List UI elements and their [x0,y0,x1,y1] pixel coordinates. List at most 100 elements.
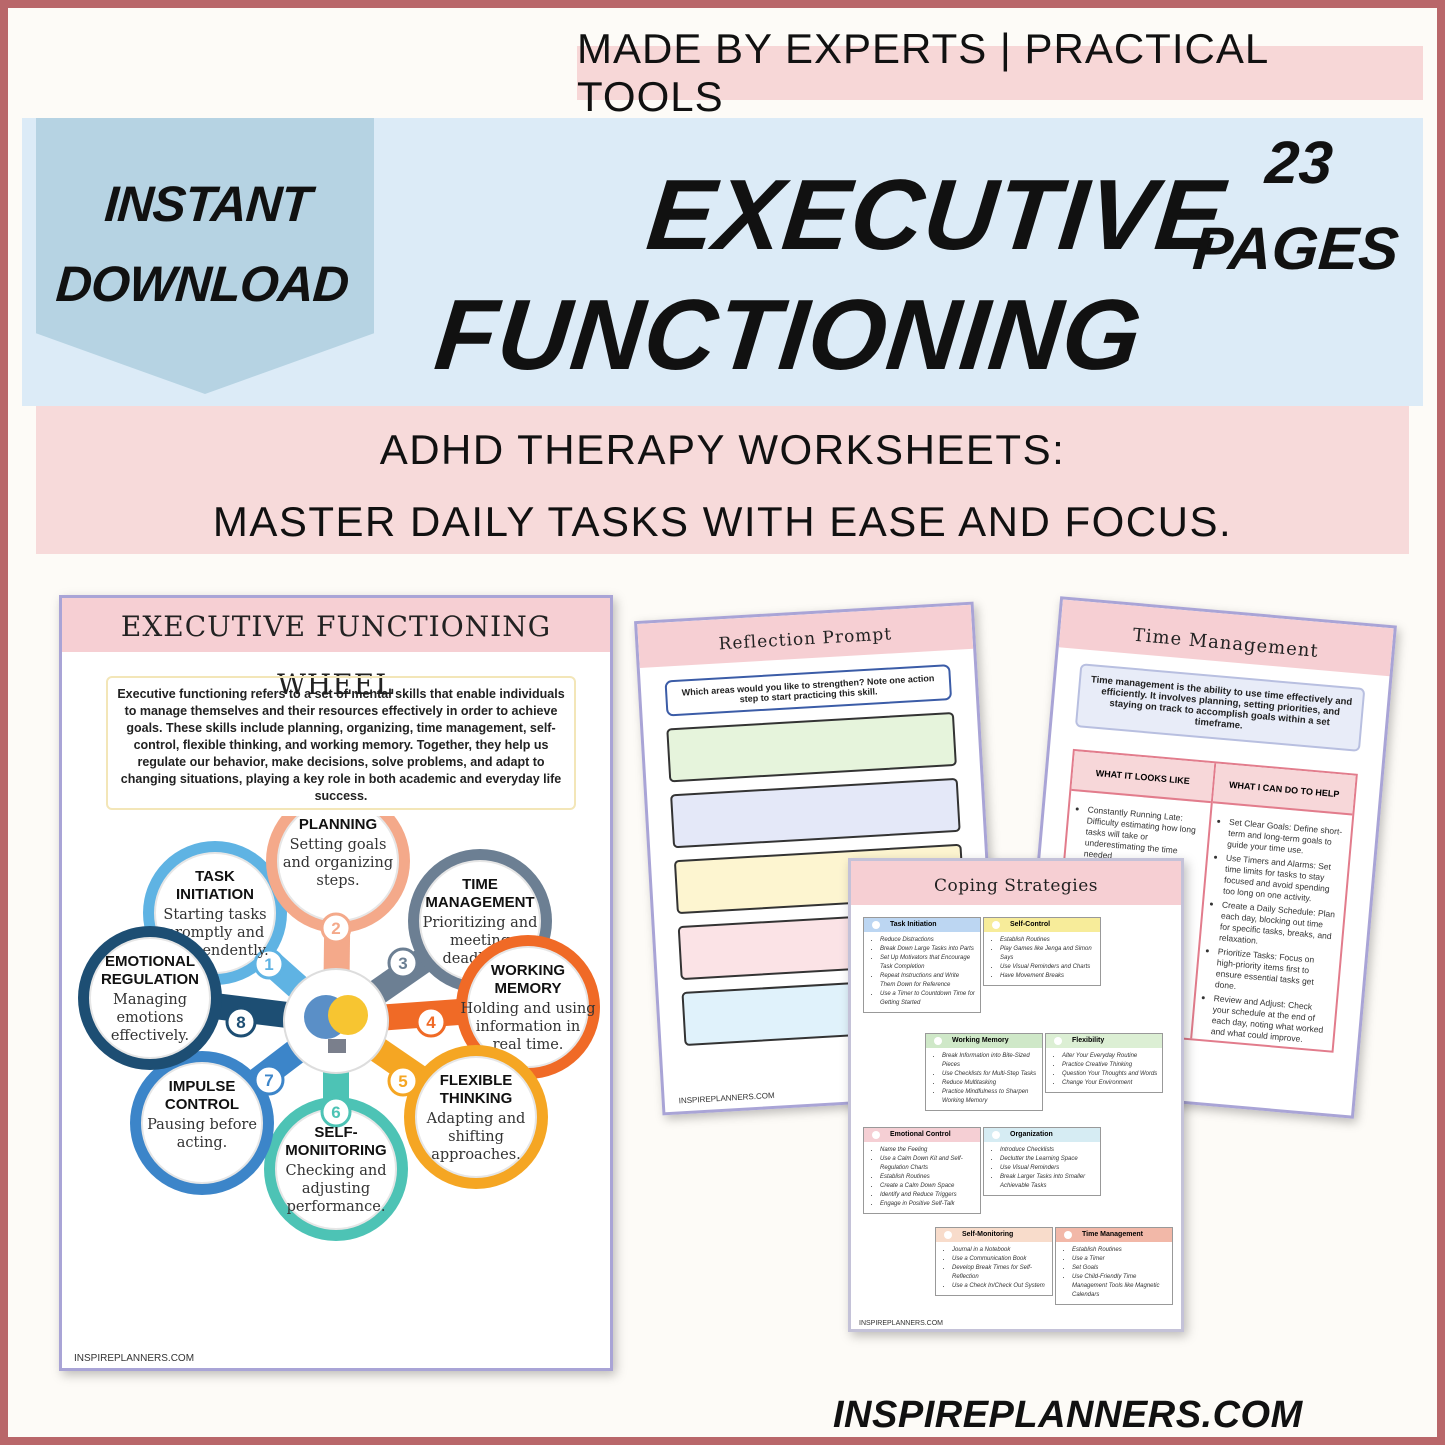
wheel-desc-6: performance. [287,1199,386,1215]
wheel-label-6: MONIITORING [285,1142,386,1159]
time-management-title: Time Management [1058,599,1394,677]
wheel-number-badge-1 [253,948,285,980]
coping-item: Practice Creative Thinking [1062,1061,1158,1070]
wheel-bubble-8 [89,937,211,1059]
tagline: MADE BY EXPERTS | PRACTICAL TOOLS [577,25,1423,120]
lightbulb-base-icon [328,1039,346,1053]
reflection-prompt: Which areas would you like to strengthen… [664,664,953,717]
coping-box-title: Time Management [1056,1228,1172,1242]
page-count: 23 PAGES [1190,120,1402,292]
coping-box-title: Self-Monitoring [936,1228,1052,1242]
coping-item: Name the Feeling [880,1146,976,1155]
wheel-desc-1: Starting tasks [163,907,266,923]
wheel-label-4: MEMORY [495,980,562,997]
coping-item: Use a Timer [1072,1255,1168,1264]
wheel-desc-6: adjusting [302,1181,370,1197]
time-management-item: Create a Daily Schedule: Plan each day, … [1219,900,1336,954]
page-count-number: 23 [1263,129,1335,196]
coping-item: Use Visual Reminders and Charts [1000,963,1096,972]
wheel-label-7: CONTROL [165,1096,239,1113]
wheel-desc-4: information in [476,1019,581,1035]
wheel-desc-4: real time. [493,1037,564,1053]
wheel-worksheet-title: EXECUTIVE FUNCTIONING WHEEL [62,598,610,701]
wheel-bubble-5 [415,1056,537,1178]
coping-box-title: Flexibility [1046,1034,1162,1048]
wheel-number-badge-5 [387,1065,419,1097]
wheel-desc-7: acting. [177,1135,227,1151]
wheel-number-badge-4 [415,1006,447,1038]
coping-item: Reduce Multitasking [942,1079,1038,1088]
coping-item: Declutter the Learning Space [1000,1155,1096,1164]
coping-item: Question Your Thoughts and Words [1062,1070,1158,1079]
wheel-label-6: SELF- [314,1124,357,1141]
coping-strategies-worksheet-preview: Coping Strategies INSPIREPLANNERS.COM Ta… [848,858,1184,1332]
coping-item: Develop Break Times for Self-Reflection [952,1264,1048,1282]
subtitle-band [36,406,1409,554]
coping-item: Break Information into Bite-Sized Pieces [942,1052,1038,1070]
coping-item: Engage in Positive Self-Talk [880,1200,976,1209]
reflection-answer-box [670,777,961,849]
time-management-item: Set Clear Goals: Define short-term and l… [1227,817,1343,860]
coping-box: Self-MonitoringJournal in a NotebookUse … [935,1227,1053,1296]
coping-box-title: Self-Control [984,918,1100,932]
coping-item: Alter Your Everyday Routine [1062,1052,1158,1061]
time-management-item: Review and Adjust: Check your schedule a… [1210,993,1327,1047]
wheel-label-1: TASK [195,868,235,885]
wheel-label-3: MANAGEMENT [425,894,534,911]
coping-item: Break Larger Tasks into Smaller Achievab… [1000,1173,1096,1191]
wheel-desc-2: Setting goals [290,837,387,853]
coping-item: Use a Calm Down Kit and Self-Regulation … [880,1155,976,1173]
coping-item: Set Goals [1072,1264,1168,1273]
wheel-desc-5: Adapting and [426,1111,526,1127]
instant-download-label: INSTANT DOWNLOAD [30,164,379,324]
wheel-desc-5: approaches. [431,1147,521,1163]
wheel-number-3: 3 [398,954,407,973]
wheel-number-badge-3 [387,947,419,979]
coping-item: Change Your Environment [1062,1079,1158,1088]
coping-item: Establish Routines [880,1173,976,1182]
coping-item: Set Up Motivators that Encourage Task Co… [880,954,976,972]
time-management-item: Prioritize Tasks: Focus on high-priority… [1214,946,1331,1000]
wheel-bubble-4 [467,946,589,1068]
coping-item: Establish Routines [1000,936,1096,945]
wheel-desc-6: Checking and [285,1163,386,1179]
wheel-worksheet-preview: EXECUTIVE FUNCTIONING WHEEL Executive fu… [59,595,613,1371]
wheel-number-4: 4 [426,1013,436,1032]
wheel-worksheet-footer: INSPIREPLANNERS.COM [74,1353,195,1364]
coping-box: Emotional ControlName the FeelingUse a C… [863,1127,981,1214]
lightbulb-icon [328,995,368,1035]
coping-item: Journal in a Notebook [952,1246,1048,1255]
wheel-desc-7: Pausing before [147,1117,257,1133]
coping-box: Working MemoryBreak Information into Bit… [925,1033,1043,1111]
wheel-number-2: 2 [331,919,340,938]
wheel-number-5: 5 [398,1072,407,1091]
subtitle-line2: MASTER DAILY TASKS WITH EASE AND FOCUS. [212,498,1233,545]
coping-box: FlexibilityAlter Your Everyday RoutinePr… [1045,1033,1163,1093]
wheel-label-5: FLEXIBLE [440,1072,513,1089]
coping-item: Repeat Instructions and Write Them Down … [880,972,976,990]
coping-box: Self-ControlEstablish RoutinesPlay Games… [983,917,1101,986]
coping-item: Use Checklists for Multi-Step Tasks [942,1070,1038,1079]
coping-box: OrganizationIntroduce ChecklistsDeclutte… [983,1127,1101,1196]
reflection-footer: INSPIREPLANNERS.COM [678,1090,775,1106]
wheel-desc-8: effectively. [111,1028,189,1044]
coping-box-title: Task Initiation [864,918,980,932]
coping-item: Create a Calm Down Space [880,1182,976,1191]
title-line1: EXECUTIVE [642,159,1230,271]
instant-download-ribbon [36,118,374,394]
wheel-number-8: 8 [236,1013,245,1032]
wheel-desc-1: promptly and [166,925,265,941]
ribbon-line2: DOWNLOAD [54,256,351,312]
coping-item: Break Down Large Tasks into Parts [880,945,976,954]
coping-item: Use a Timer to Countdown Time for Gettin… [880,990,976,1008]
wheel-label-2: PLANNING [299,816,377,833]
site-url: INSPIREPLANNERS.COM [833,1394,1303,1436]
wheel-desc-4: Holding and using [460,1001,595,1017]
coping-footer: INSPIREPLANNERS.COM [859,1320,944,1327]
wheel-number-6: 6 [331,1103,340,1122]
wheel-number-badge-7 [253,1064,285,1096]
coping-box-title: Organization [984,1128,1100,1142]
wheel-number-badge-8 [225,1006,257,1038]
wheel-label-5: THINKING [440,1090,513,1107]
